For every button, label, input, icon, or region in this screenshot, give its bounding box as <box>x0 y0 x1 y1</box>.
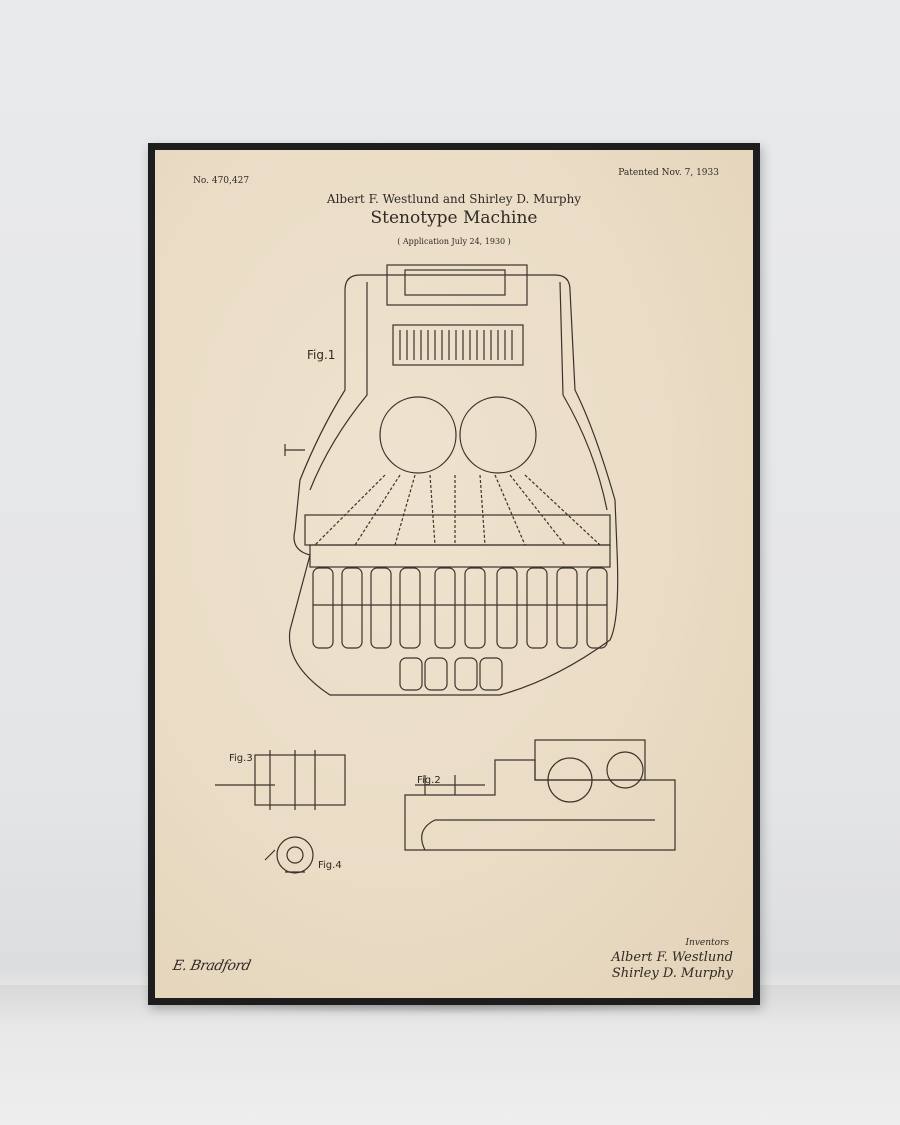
floor <box>0 985 900 1125</box>
patented-date: Patented Nov. 7, 1933 <box>618 168 719 178</box>
signature-murphy: Shirley D. Murphy <box>611 966 733 981</box>
poster-title: Stenotype Machine <box>370 208 538 228</box>
inventors-line: Albert F. Westlund and Shirley D. Murphy <box>326 192 582 206</box>
fig1-label: Fig.1 <box>307 348 336 362</box>
fig4-label: Fig.4 <box>318 860 342 871</box>
application-date: ( Application July 24, 1930 ) <box>397 237 511 246</box>
patent-number: No. 470,427 <box>193 176 250 186</box>
patent-poster: No. 470,427 Patented Nov. 7, 1933 Albert… <box>155 150 753 998</box>
patent-drawing <box>215 264 676 874</box>
fig3-label: Fig.3 <box>229 753 253 764</box>
fig2-label: Fig.2 <box>417 775 441 786</box>
signature-westlund: Albert F. Westlund <box>611 950 733 965</box>
witness-signature: E. Bradford <box>171 958 252 974</box>
poster-frame: No. 470,427 Patented Nov. 7, 1933 Albert… <box>148 143 760 1005</box>
inventors-label: Inventors <box>685 938 729 948</box>
